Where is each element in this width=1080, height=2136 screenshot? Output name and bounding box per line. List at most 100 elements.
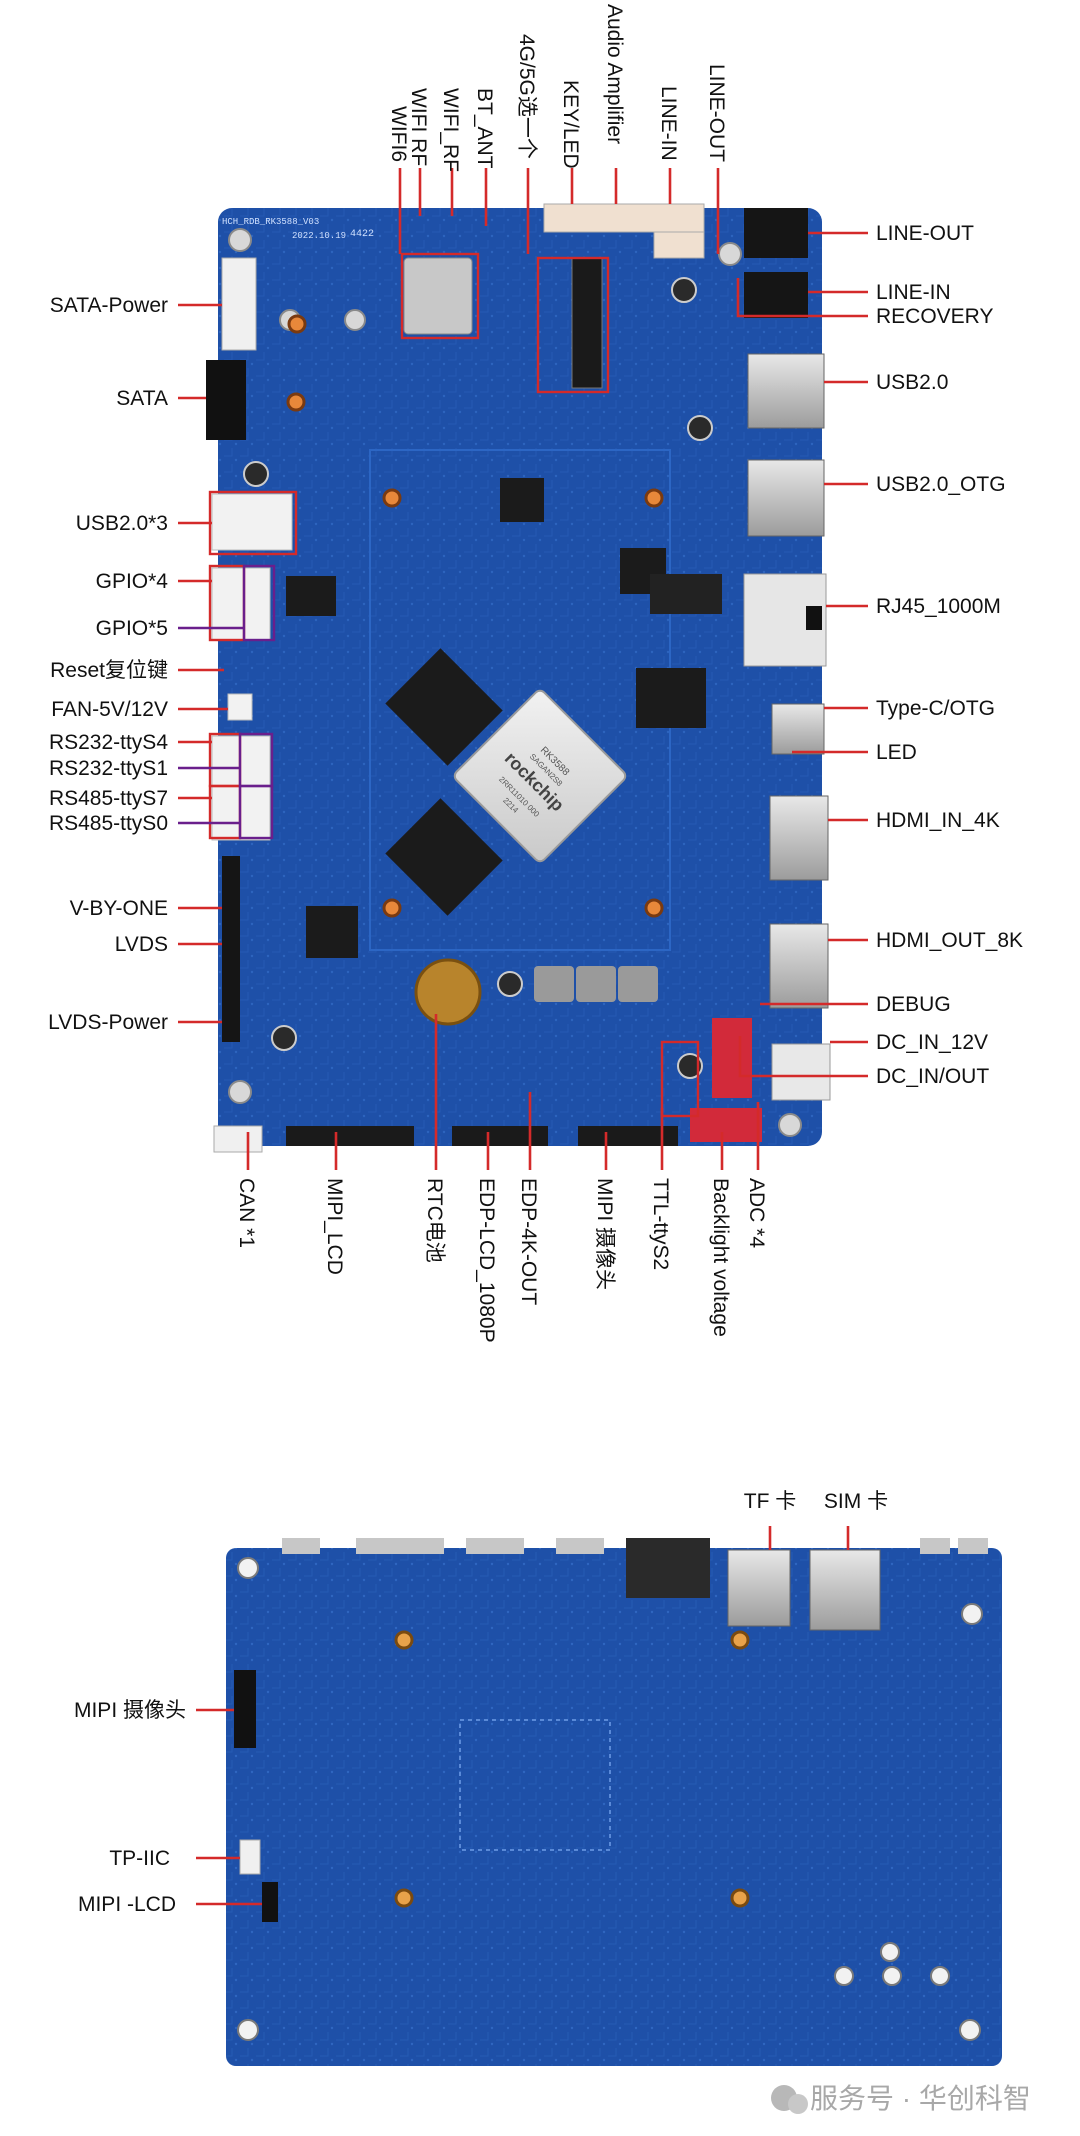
label-mipi-lcd-top: MIPI_LCD xyxy=(323,1178,346,1275)
fpc-mipi-lcd xyxy=(286,1126,414,1146)
usb-port-1 xyxy=(747,353,825,429)
label-sata: SATA xyxy=(116,387,168,410)
leaders-right xyxy=(736,231,868,1078)
bottom-mipi-cam-fpc xyxy=(234,1670,256,1748)
sata-power-connector xyxy=(221,257,257,351)
watermark: 服务号 · 华创科智 xyxy=(771,2083,1031,2114)
label-usb2-otg: USB2.0_OTG xyxy=(876,473,1006,496)
label-vbyone: V-BY-ONE xyxy=(70,897,168,920)
usb-port-otg xyxy=(747,459,825,537)
leaders-left xyxy=(178,303,244,1024)
top-board: HCH_RDB_RK3588_V03 2022.10.19 4422 rockc… xyxy=(206,203,831,1153)
label-edp-4k: EDP-4K-OUT xyxy=(517,1178,540,1305)
bottom-board xyxy=(226,1538,1002,2066)
label-wifi-rf-2: WIFI_RF xyxy=(439,88,462,172)
label-dc-in-out: DC_IN/OUT xyxy=(876,1065,989,1088)
typec-port xyxy=(771,703,825,755)
m2-slot xyxy=(571,257,603,389)
fan-connector xyxy=(227,693,253,721)
label-lvds: LVDS xyxy=(115,933,168,956)
capacitors xyxy=(243,277,713,1079)
audio-jack-in xyxy=(744,272,808,318)
label-edp-1080p: EDP-LCD_1080P xyxy=(475,1178,498,1343)
label-reset: Reset复位键 xyxy=(50,659,168,682)
inductors xyxy=(534,966,658,1002)
silkscreen-board-id: HCH_RDB_RK3588_V03 xyxy=(222,217,319,227)
label-sim: SIM 卡 xyxy=(824,1490,888,1513)
label-line-out-right: LINE-OUT xyxy=(876,222,974,245)
hdmi-in-port xyxy=(769,795,829,881)
audio-headers xyxy=(543,203,705,233)
memory-chip-1 xyxy=(385,648,503,766)
label-bt-ant: BT_ANT xyxy=(473,88,496,169)
bottom-holes xyxy=(237,1557,983,2041)
label-mipi-cam-top: MIPI 摄像头 xyxy=(593,1178,616,1290)
label-fan: FAN-5V/12V xyxy=(51,698,168,721)
audio-jack-out xyxy=(744,208,808,258)
sata-connector xyxy=(206,360,246,440)
label-rs485-s0: RS485-ttyS0 xyxy=(49,812,168,835)
label-led: LED xyxy=(876,741,917,764)
label-wifi6: WIFI6 xyxy=(387,106,410,162)
leaders-bottom xyxy=(246,1014,760,1170)
label-lvds-power: LVDS-Power xyxy=(48,1011,168,1034)
label-sata-power: SATA-Power xyxy=(50,294,168,317)
labels-bottom: CAN *1 MIPI_LCD RTC电池 EDP-LCD_1080P EDP-… xyxy=(235,1178,768,1343)
label-usb2-x3: USB2.0*3 xyxy=(76,512,168,535)
label-ttl: TTL-ttyS2 xyxy=(649,1178,672,1270)
orange-standoffs xyxy=(286,314,664,918)
label-audio-amp: Audio Amplifier xyxy=(603,4,626,144)
label-line-out-top: LINE-OUT xyxy=(705,64,728,162)
label-tf: TF 卡 xyxy=(744,1490,797,1513)
sim-slot xyxy=(809,1549,881,1631)
red-connector xyxy=(712,1018,752,1098)
label-line-in-right: LINE-IN xyxy=(876,281,951,304)
silkscreen-date: 2022.10.19 xyxy=(292,231,346,241)
dc-jack xyxy=(771,1043,831,1101)
label-can: CAN *1 xyxy=(235,1178,258,1248)
hdmi-out-port xyxy=(769,923,829,1009)
label-line-in-top: LINE-IN xyxy=(657,86,680,161)
leaders-top xyxy=(398,168,720,254)
label-adc: ADC *4 xyxy=(745,1178,768,1248)
label-rs232-s4: RS232-ttyS4 xyxy=(49,731,168,754)
labels-top: WIFI6 WIFI RF WIFI_RF BT_ANT 4G/5G选一个 KE… xyxy=(387,4,728,172)
bottom-leaders xyxy=(196,1526,850,1906)
can-connector xyxy=(213,1125,263,1153)
rtc-battery xyxy=(414,958,482,1026)
wifi-module xyxy=(403,257,473,335)
label-bottom-mipi-lcd: MIPI -LCD xyxy=(78,1893,176,1916)
label-bottom-mipi-cam: MIPI 摄像头 xyxy=(74,1699,186,1722)
label-typec: Type-C/OTG xyxy=(876,697,995,720)
label-tp-iic: TP-IIC xyxy=(109,1847,170,1870)
usb-header xyxy=(211,493,293,551)
label-gpio5: GPIO*5 xyxy=(96,617,168,640)
bottom-vias xyxy=(394,1630,750,1908)
label-recovery: RECOVERY xyxy=(876,305,993,328)
label-gpio4: GPIO*4 xyxy=(96,570,169,593)
labels-left: SATA-Power SATA USB2.0*3 GPIO*4 GPIO*5 R… xyxy=(48,294,168,1034)
label-wifi-rf-1: WIFI RF xyxy=(407,88,430,166)
label-rs232-s1: RS232-ttyS1 xyxy=(49,757,168,780)
labels-right: LINE-OUT LINE-IN RECOVERY USB2.0 USB2.0_… xyxy=(876,222,1023,1088)
label-rj45: RJ45_1000M xyxy=(876,595,1001,618)
silkscreen-code: 4422 xyxy=(350,229,374,240)
bottom-labels: MIPI 摄像头 TP-IIC MIPI -LCD TF 卡 SIM 卡 xyxy=(74,1490,888,1916)
lvds-header xyxy=(222,856,240,1042)
label-rs485-s7: RS485-ttyS7 xyxy=(49,787,168,810)
soc-chip: rockchip RK3588 SAGAN2S8 2RR11010 000 22… xyxy=(453,689,627,863)
tf-slot xyxy=(727,1549,791,1627)
label-debug: DEBUG xyxy=(876,993,951,1016)
bottom-tp-iic xyxy=(239,1839,261,1875)
watermark-text: 服务号 · 华创科智 xyxy=(810,2083,1031,2114)
label-hdmi-in: HDMI_IN_4K xyxy=(876,809,1000,832)
label-backlight: Backlight voltage xyxy=(709,1178,732,1337)
bottom-mipi-lcd xyxy=(262,1882,278,1922)
label-key-led: KEY/LED xyxy=(559,80,582,169)
label-rtc: RTC电池 xyxy=(423,1178,446,1263)
fpc-edp xyxy=(452,1126,548,1146)
label-hdmi-out: HDMI_OUT_8K xyxy=(876,929,1023,952)
label-usb2: USB2.0 xyxy=(876,371,948,394)
label-4g5g: 4G/5G选一个 xyxy=(515,34,538,159)
